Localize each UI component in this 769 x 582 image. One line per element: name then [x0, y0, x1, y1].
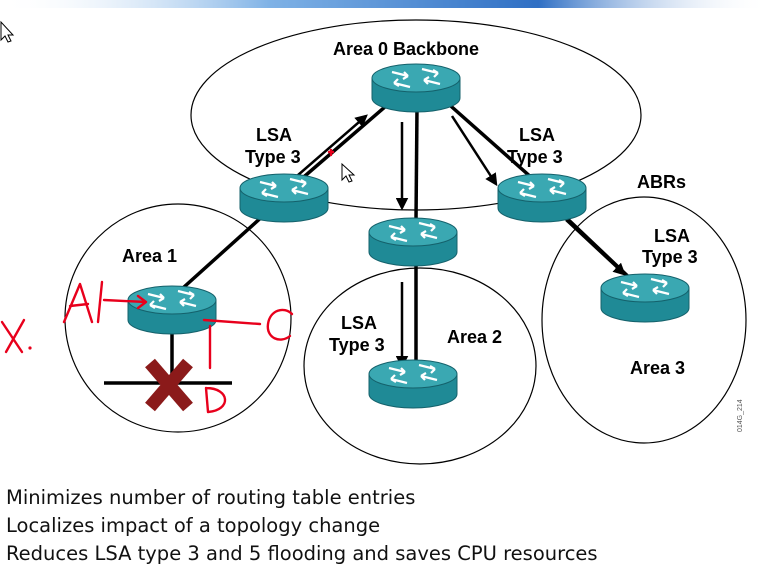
router-icon: [367, 358, 459, 410]
router-icon: [126, 284, 218, 336]
lsa-label-left-2: Type 3: [245, 147, 301, 167]
cursor-icon: [341, 162, 356, 183]
lsa-label-right-2: Type 3: [507, 147, 563, 167]
area2-boundary: [303, 267, 537, 465]
area2-label: Area 2: [447, 327, 502, 347]
router-icon: [238, 172, 330, 224]
figure-id: 014G_214: [737, 399, 744, 432]
title-bar-decoration: [0, 0, 769, 8]
router-icon: [496, 172, 588, 224]
lsa-label-right-1: LSA: [519, 125, 555, 145]
summary-item: Minimizes number of routing table entrie…: [6, 486, 416, 509]
area3-label: Area 3: [630, 358, 685, 378]
area3-boundary: [541, 196, 747, 444]
router-icon: [599, 272, 691, 324]
abrs-label: ABRs: [637, 172, 686, 192]
lsa-label-area2-1: LSA: [341, 313, 377, 333]
router-icon: [370, 62, 462, 114]
cursor-icon: [0, 20, 15, 43]
lsa-arrows: [289, 114, 626, 369]
summary-list: Minimizes number of routing table entrie…: [6, 484, 598, 568]
lsa-label-area3-2: Type 3: [642, 247, 698, 267]
lsa-label-left-1: LSA: [256, 125, 292, 145]
lsa-label-area3-1: LSA: [654, 226, 690, 246]
handwritten-annotations: [0, 148, 335, 414]
summary-item: Localizes impact of a topology change: [6, 514, 381, 537]
summary-item: Reduces LSA type 3 and 5 flooding and sa…: [6, 542, 598, 565]
area1-label: Area 1: [122, 246, 177, 266]
lsa-label-area2-2: Type 3: [329, 335, 385, 355]
router-icon: [367, 216, 459, 268]
area0-label: Area 0 Backbone: [333, 39, 479, 59]
x-mark-icon: [145, 358, 193, 412]
